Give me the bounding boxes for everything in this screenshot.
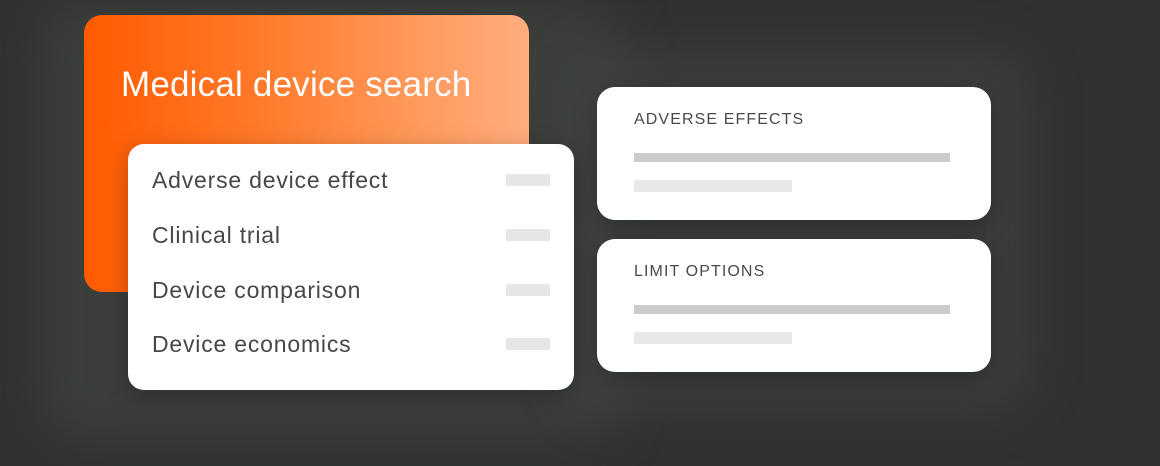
- search-type-device-economics[interactable]: Device economics: [152, 324, 550, 364]
- panel-title: ADVERSE EFFECTS: [634, 111, 805, 128]
- placeholder-bar: [506, 284, 550, 296]
- limit-options-panel[interactable]: LIMIT OPTIONS: [597, 239, 991, 372]
- placeholder-bar: [506, 338, 550, 350]
- placeholder-bar: [506, 229, 550, 241]
- search-type-list: Adverse device effect Clinical trial Dev…: [128, 144, 574, 390]
- placeholder-bar: [506, 174, 550, 186]
- list-item-label: Device comparison: [152, 276, 362, 303]
- panel-title: LIMIT OPTIONS: [634, 263, 766, 280]
- search-type-device-comparison[interactable]: Device comparison: [152, 270, 550, 310]
- search-type-adverse-device-effect[interactable]: Adverse device effect: [152, 160, 550, 200]
- list-item-label: Clinical trial: [152, 221, 281, 248]
- adverse-effects-panel[interactable]: ADVERSE EFFECTS: [597, 87, 991, 220]
- placeholder-line: [634, 180, 792, 192]
- placeholder-line: [634, 332, 792, 344]
- list-item-label: Adverse device effect: [152, 166, 389, 193]
- placeholder-line: [634, 305, 950, 314]
- hero-title: Medical device search: [121, 65, 472, 104]
- placeholder-line: [634, 153, 950, 162]
- search-type-clinical-trial[interactable]: Clinical trial: [152, 215, 550, 255]
- list-item-label: Device economics: [152, 330, 352, 357]
